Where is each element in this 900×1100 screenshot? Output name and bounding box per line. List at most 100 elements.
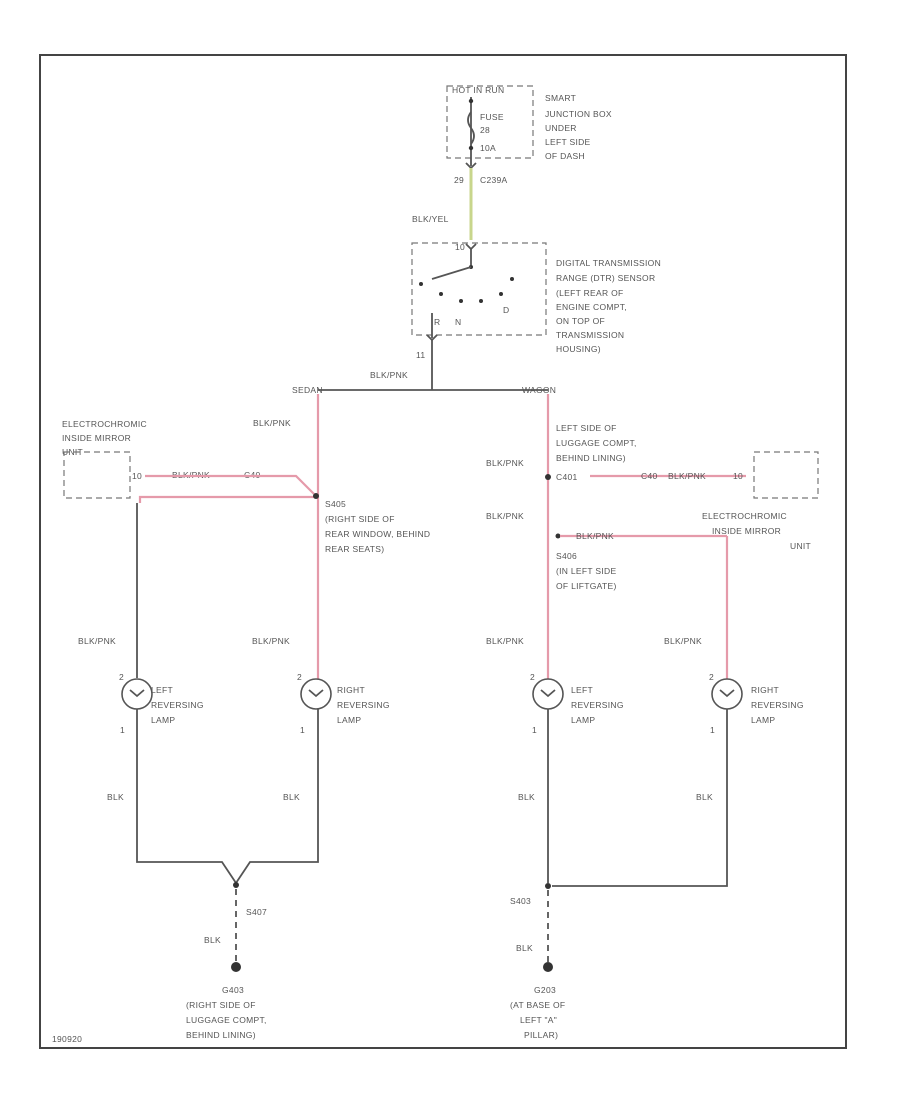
sedan-right-lamp-name-3: LAMP	[337, 715, 361, 725]
dtr-desc-4: ENGINE COMPT,	[556, 302, 627, 312]
wagon-mirror-connector: C40	[641, 471, 658, 481]
dtr-contact-2	[439, 292, 443, 296]
wagon-left-lamp-wire-label: BLK/PNK	[486, 636, 524, 646]
sedan-mirror-wire	[145, 474, 315, 495]
wagon-mirror-desc-3: UNIT	[790, 541, 811, 551]
sedan-right-lamp-name-2: REVERSING	[337, 700, 390, 710]
sedan-wire-upper-label: BLK/PNK	[253, 418, 291, 428]
splice-s406-desc-1: (IN LEFT SIDE	[556, 566, 616, 576]
splice-s405	[313, 493, 319, 499]
wagon-mirror-wire-label: BLK/PNK	[668, 471, 706, 481]
wagon-splice-top-desc-2: LUGGAGE COMPT,	[556, 438, 637, 448]
sedan-mirror-desc-2: INSIDE MIRROR	[62, 433, 131, 443]
wagon-mirror-unit-outline	[753, 451, 819, 499]
branch-wagon-label: WAGON	[522, 385, 556, 395]
ground-g203	[543, 962, 553, 972]
ground-splice-s407-label: S407	[246, 907, 267, 917]
wagon-circuit: LEFT SIDE OF LUGGAGE COMPT, BEHIND LININ…	[486, 394, 819, 1040]
sedan-ground-wire-1-label: BLK	[107, 792, 124, 802]
wagon-left-reversing-lamp	[532, 678, 564, 710]
splice-s406-desc-2: OF LIFTGATE)	[556, 581, 617, 591]
fuse-number: 28	[480, 125, 490, 135]
wagon-ground-wire-label: BLK	[516, 943, 533, 953]
wagon-mirror-pin: 10	[733, 471, 743, 481]
dtr-contact-5	[499, 292, 503, 296]
ground-g203-desc-1: (AT BASE OF	[510, 1000, 565, 1010]
dtr-desc-2: RANGE (DTR) SENSOR	[556, 273, 655, 283]
fuse-terminal-top	[468, 98, 474, 104]
splice-s406	[555, 533, 561, 539]
sedan-left-lamp-pin-bottom: 1	[120, 725, 125, 735]
wire-blk-pnk-main-label: BLK/PNK	[370, 370, 408, 380]
branch-sedan-label: SEDAN	[292, 385, 323, 395]
sedan-right-lamp-filament	[308, 689, 324, 698]
sedan-circuit: BLK/PNK ELECTROCHROMIC INSIDE MIRROR UNI…	[62, 394, 430, 1040]
wagon-left-lamp-name-3: LAMP	[571, 715, 595, 725]
ground-g203-desc-2: LEFT "A"	[520, 1015, 557, 1025]
dtr-contact-4	[479, 299, 483, 303]
diagram-code: 190920	[52, 1034, 82, 1044]
sedan-left-lamp-wire-label: BLK/PNK	[78, 636, 116, 646]
wagon-ground-wire-2-label: BLK	[696, 792, 713, 802]
dtr-desc-5: ON TOP OF	[556, 316, 605, 326]
wagon-right-lamp-name-2: REVERSING	[751, 700, 804, 710]
wire-blk-yel-label: BLK/YEL	[412, 214, 449, 224]
ground-g203-label: G203	[534, 985, 556, 995]
ground-g403-label: G403	[222, 985, 244, 995]
connector-c401	[545, 474, 551, 480]
wagon-right-ground-wire	[552, 709, 728, 887]
wagon-wire-mid-label: BLK/PNK	[486, 511, 524, 521]
wagon-wire-upper-label: BLK/PNK	[486, 458, 524, 468]
dtr-contact-6	[510, 277, 514, 281]
ground-g403-desc-1: (RIGHT SIDE OF	[186, 1000, 256, 1010]
sedan-mirror-desc-1: ELECTROCHROMIC	[62, 419, 147, 429]
sedan-left-lamp-filament	[129, 689, 145, 698]
wagon-right-lamp-name-3: LAMP	[751, 715, 775, 725]
ground-splice-s403	[545, 883, 551, 889]
fuse-icon	[467, 111, 475, 145]
sedan-right-lamp-pin-bottom: 1	[300, 725, 305, 735]
dtr-input-connector-symbol	[465, 243, 477, 251]
wagon-left-lamp-filament	[540, 689, 556, 698]
dtr-contact-n: N	[455, 317, 461, 327]
sedan-right-reversing-lamp	[300, 678, 332, 710]
dtr-contact-d: D	[503, 305, 509, 315]
dtr-sensor: 10 R N D DIGITAL TRANSMISSION RANGE (DTR…	[411, 242, 661, 354]
wagon-left-lamp-name-1: LEFT	[571, 685, 593, 695]
wagon-mirror-desc-1: ELECTROCHROMIC	[702, 511, 787, 521]
sedan-mirror-pin: 10	[132, 471, 142, 481]
ground-g203-desc-3: PILLAR)	[524, 1030, 558, 1040]
dtr-pin-bottom: 11	[416, 350, 425, 360]
splice-s405-desc-2: REAR WINDOW, BEHIND	[325, 529, 430, 539]
dtr-switch-arm	[431, 266, 472, 280]
dtr-pin-top: 10	[455, 242, 465, 252]
dtr-desc-3: (LEFT REAR OF	[556, 288, 624, 298]
dtr-desc-6: TRANSMISSION	[556, 330, 624, 340]
ground-splice-s403-label: S403	[510, 896, 531, 906]
diagram-frame	[39, 54, 847, 1049]
wagon-mirror-desc-2: INSIDE MIRROR	[712, 526, 781, 536]
fuse-amps: 10A	[480, 143, 496, 153]
fuse-label: FUSE	[480, 112, 504, 122]
sedan-right-lamp-pin-top: 2	[297, 672, 302, 682]
junction-box-outline	[446, 85, 534, 159]
wagon-right-lamp-wire-label: BLK/PNK	[664, 636, 702, 646]
wagon-left-lamp-name-2: REVERSING	[571, 700, 624, 710]
sedan-left-lamp-name-1: LEFT	[151, 685, 173, 695]
wagon-left-lamp-pin-bottom: 1	[532, 725, 537, 735]
wagon-right-lamp-pin-top: 2	[709, 672, 714, 682]
junction-box-desc-3: UNDER	[545, 123, 577, 133]
junction-box-desc-1: SMART	[545, 93, 576, 103]
wagon-right-reversing-lamp	[711, 678, 743, 710]
ground-g403-desc-2: LUGGAGE COMPT,	[186, 1015, 267, 1025]
smart-junction-box: HOT IN RUN FUSE 28 10A SMART JUNCTION BO…	[446, 85, 612, 161]
wagon-ground-wire-1-label: BLK	[518, 792, 535, 802]
dtr-desc-7: HOUSING)	[556, 344, 601, 354]
ground-g403-desc-3: BEHIND LINING)	[186, 1030, 256, 1040]
ground-splice-s407	[233, 882, 239, 888]
dtr-contact-3	[459, 299, 463, 303]
sedan-right-lamp-wire-label: BLK/PNK	[252, 636, 290, 646]
wagon-splice-top-desc-1: LEFT SIDE OF	[556, 423, 617, 433]
splice-s406-label: S406	[556, 551, 577, 561]
